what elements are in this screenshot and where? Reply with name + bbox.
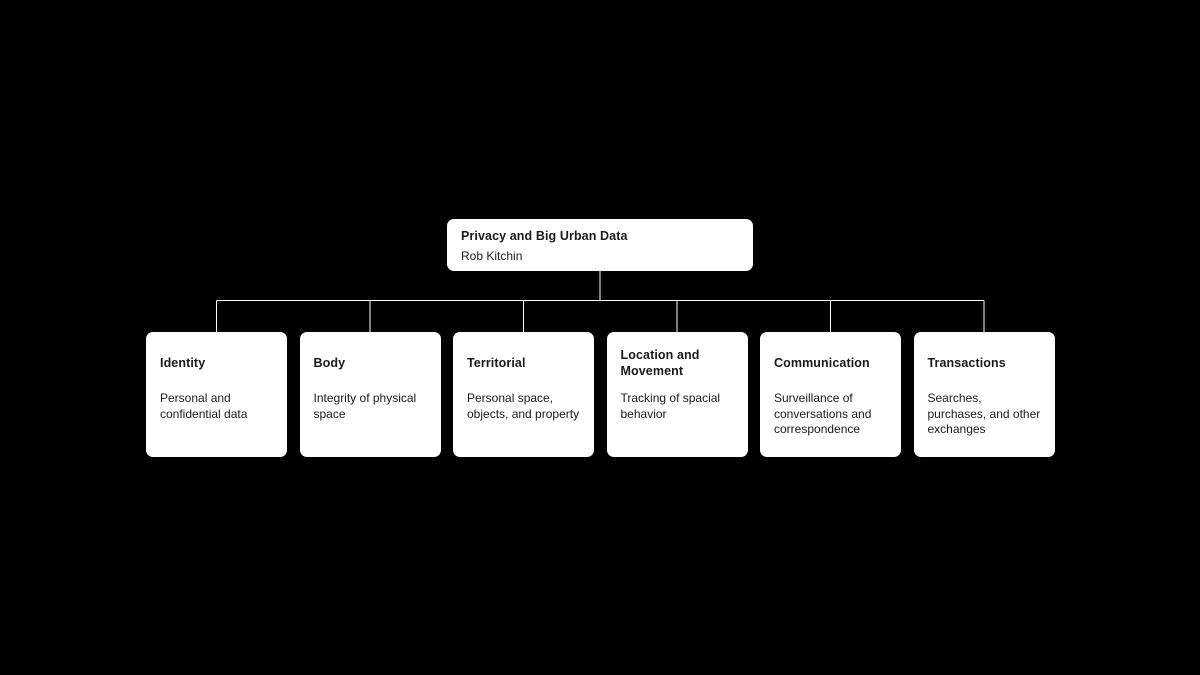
node-territorial: Territorial Personal space, objects, and… [453,332,594,457]
node-transactions: Transactions Searches, purchases, and ot… [913,332,1055,457]
node-body: Body Integrity of physical space [299,332,441,457]
node-title: Communication [774,356,870,370]
node-title: Transactions [927,356,1006,370]
root-node-subtitle: Rob Kitchin [461,249,523,263]
node-description: Personal and confidential data [160,391,248,421]
node-location-and-movement: Location and Movement Tracking of spacia… [606,332,748,457]
node-title: Territorial [467,356,526,370]
node-title: Location and Movement [620,348,700,378]
node-description: Searches, purchases, and other exchanges [927,391,1041,436]
node-title: Identity [160,356,206,370]
children-row: Identity Personal and confidential data … [146,332,1055,457]
node-description: Integrity of physical space [313,391,417,421]
root-node: Privacy and Big Urban Data Rob Kitchin [447,219,753,271]
node-description: Tracking of spacial behavior [620,391,721,421]
node-identity: Identity Personal and confidential data [146,332,287,457]
node-description: Personal space, objects, and property [467,391,580,421]
node-communication: Communication Surveillance of conversati… [760,332,901,457]
root-node-title: Privacy and Big Urban Data [461,229,628,243]
node-title: Body [313,356,346,370]
node-description: Surveillance of conversations and corres… [774,391,872,436]
